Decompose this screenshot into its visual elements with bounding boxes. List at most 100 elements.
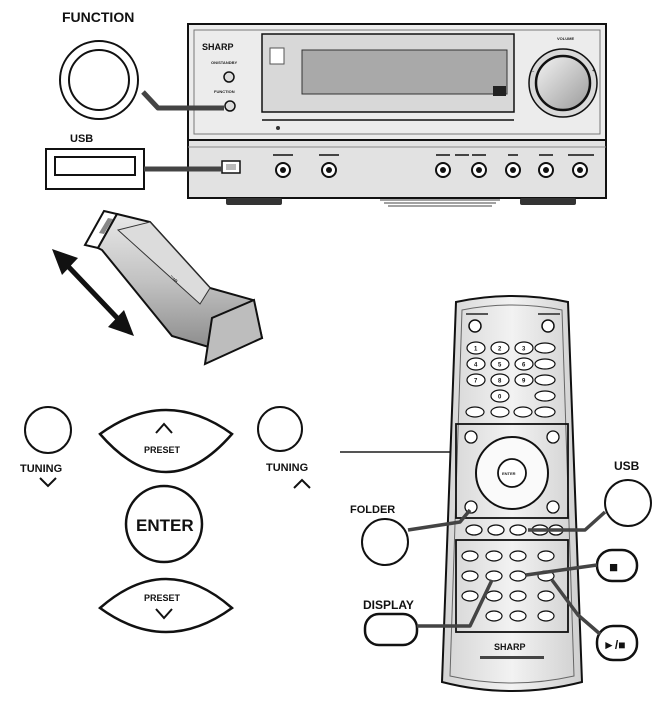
preset-up-button[interactable]	[98, 408, 234, 474]
remote-side-button[interactable]	[513, 406, 533, 418]
remote-number-key-label: 4	[474, 363, 478, 369]
unit-foot-right	[520, 198, 576, 205]
preset-down-control[interactable]: PRESET	[98, 577, 234, 634]
remote-number-key[interactable]: 9	[514, 373, 534, 387]
remote-usb-button[interactable]	[509, 524, 527, 536]
remote-lower-button[interactable]	[485, 550, 503, 562]
remote-number-key-label: 2	[498, 347, 502, 353]
remote-lower-button[interactable]	[537, 590, 555, 602]
svg-text:–: –	[532, 68, 535, 73]
remote-enter-label: ENTER	[502, 471, 516, 476]
main-unit: SHARP ON/STANDBY FUNCTION VOLUME – +	[187, 23, 607, 207]
remote-number-key[interactable]: 0	[490, 389, 510, 403]
chevron-down-icon	[39, 477, 57, 488]
remote-number-key-label: 5	[498, 363, 502, 369]
remote-lower-button[interactable]	[485, 590, 503, 602]
remote-side-button[interactable]	[534, 358, 556, 370]
remote-stop-button[interactable]	[509, 570, 527, 582]
remote-lower-button[interactable]	[537, 550, 555, 562]
remote-mid-button[interactable]	[487, 524, 505, 536]
remote-lower-button[interactable]	[509, 590, 527, 602]
unit-on-standby-button[interactable]	[223, 71, 235, 83]
remote-side-button[interactable]	[534, 406, 556, 418]
play-pause-leader-line	[550, 578, 602, 636]
tuning-up-button[interactable]	[257, 406, 303, 452]
unit-front-buttons	[273, 154, 594, 178]
remote-number-key[interactable]: 4	[466, 357, 486, 371]
tuning-up-control: TUNING	[257, 406, 311, 489]
remote-lower-button[interactable]	[537, 610, 555, 622]
tuning-up-label: TUNING	[266, 462, 308, 474]
unit-function-button[interactable]	[224, 100, 236, 112]
usb-port-label: USB	[70, 133, 93, 145]
remote-number-key-shape	[490, 373, 510, 387]
remote-folder-button[interactable]	[465, 524, 483, 536]
function-label: FUNCTION	[62, 9, 134, 25]
remote-number-key[interactable]: 6	[514, 357, 534, 371]
remote-lower-button[interactable]	[509, 550, 527, 562]
usb-stick-symbol: ⟶⊖	[169, 273, 179, 284]
remote-number-key-shape	[490, 357, 510, 371]
remote-mute-button[interactable]	[541, 319, 555, 333]
remote-lower-button[interactable]	[461, 550, 479, 562]
remote-number-key[interactable]: 2	[490, 341, 510, 355]
remote-lower-button[interactable]	[461, 570, 479, 582]
stop-icon: ■	[609, 559, 618, 576]
folder-button-large[interactable]	[361, 518, 409, 566]
remote-number-key-shape	[490, 389, 510, 403]
remote-lower-button[interactable]	[509, 610, 527, 622]
enter-label: ENTER	[136, 516, 194, 535]
unit-lower-panel	[187, 139, 607, 199]
play-pause-button-large[interactable]	[595, 624, 639, 662]
preset-down-button[interactable]	[98, 577, 234, 634]
remote-side-button[interactable]	[534, 390, 556, 402]
remote-number-key-label: 9	[522, 379, 526, 385]
remote-number-key[interactable]: 8	[490, 373, 510, 387]
chevron-down-icon	[155, 608, 173, 620]
remote-number-key[interactable]: 5	[490, 357, 510, 371]
unit-volume-label: VOLUME	[557, 36, 574, 41]
remote-lower-button[interactable]	[485, 610, 503, 622]
remote-number-key-shape	[466, 341, 486, 355]
preset-down-label: PRESET	[144, 593, 181, 603]
tuning-down-button[interactable]	[24, 406, 72, 454]
remote-number-key[interactable]: 3	[514, 341, 534, 355]
remote-number-key-label: 7	[474, 379, 478, 385]
remote-number-key[interactable]: 1	[466, 341, 486, 355]
usb-port-slot	[54, 156, 136, 176]
folder-leader-line	[407, 508, 472, 532]
usb-stick[interactable]: ⟶⊖	[83, 209, 264, 366]
unit-cd-icon	[493, 86, 506, 96]
preset-up-control[interactable]: PRESET	[98, 408, 234, 474]
remote-side-button[interactable]	[465, 406, 485, 418]
remote-brand: SHARP	[494, 642, 526, 652]
unit-foot-left	[226, 198, 282, 205]
remote-side-button[interactable]	[534, 342, 556, 354]
unit-display-screen	[301, 49, 508, 95]
remote-lower-button[interactable]	[461, 590, 479, 602]
remote-keypad: 1 2 3 4 5 6 7 8 9 0	[465, 341, 556, 418]
remote-number-key-shape	[514, 341, 534, 355]
remote-corner-button[interactable]	[546, 500, 560, 514]
remote-enter-button[interactable]	[497, 458, 527, 488]
display-leader-line	[417, 579, 494, 628]
remote-side-button[interactable]	[490, 406, 510, 418]
unit-display-icon	[269, 47, 285, 65]
remote-side-button[interactable]	[534, 374, 556, 386]
remote-power-button[interactable]	[468, 319, 482, 333]
remote-display-button[interactable]	[485, 570, 503, 582]
remote-number-key[interactable]: 7	[466, 373, 486, 387]
enter-button[interactable]	[124, 484, 204, 564]
function-leader-line	[141, 90, 224, 111]
remote-number-key-label: 0	[498, 395, 502, 401]
remote-corner-button[interactable]	[464, 430, 478, 444]
usb-button-leader-line	[528, 510, 607, 532]
volume-knob[interactable]	[534, 54, 592, 112]
remote-number-key-label: 8	[498, 379, 502, 385]
remote-corner-button[interactable]	[546, 430, 560, 444]
enter-control[interactable]: ENTER	[124, 484, 204, 564]
unit-vent	[380, 199, 500, 207]
display-button-large[interactable]	[363, 612, 419, 647]
usb-button-large[interactable]	[604, 479, 652, 527]
